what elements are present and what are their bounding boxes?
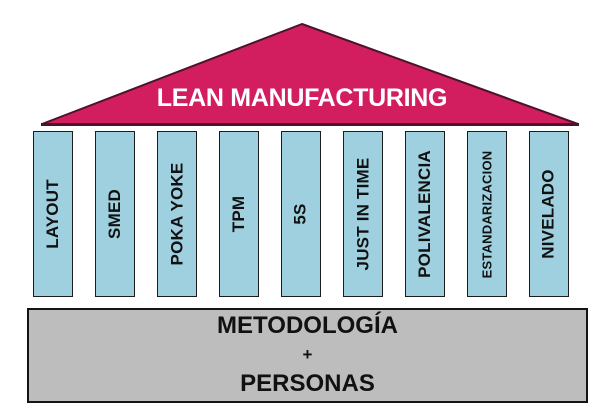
base-plus-sign: + [302,344,313,364]
pillar-5s: 5S [281,131,321,297]
pillar-tpm: TPM [219,131,259,297]
base-block: METODOLOGÍA + PERSONAS [27,308,588,403]
pillar-label-poka-yoke: POKA YOKE [167,162,187,266]
pillar-label-smed: SMED [105,189,125,239]
roof-shape [41,23,579,126]
pillar-just-in-time: JUST IN TIME [343,131,383,297]
pillar-label-5s: 5S [290,203,310,225]
base-line-metodologia: METODOLOGÍA [217,312,398,339]
pillar-poka-yoke: POKA YOKE [157,131,197,297]
pillar-estandarizacion: ESTANDARIZACION [467,131,507,297]
base-line-personas: PERSONAS [240,370,375,397]
pillar-label-tpm: TPM [228,195,248,233]
pillar-label-layout: LAYOUT [43,179,62,249]
pillar-nivelado: NIVELADO [529,131,569,297]
pillar-label-polivalencia: POLIVALENCIA [415,150,435,278]
pillar-smed: SMED [95,131,135,297]
pillar-label-nivelado: NIVELADO [539,169,559,259]
pillar-layout: LAYOUT [33,131,73,297]
pillar-label-estandarizacion: ESTANDARIZACION [479,150,495,278]
pillars: LAYOUT SMED POKA YOKE TPM 5S JUST IN TIME POLI… [33,131,569,297]
pillar-polivalencia: POLIVALENCIA [405,131,445,297]
pillar-label-just-in-time: JUST IN TIME [353,157,373,271]
roof-title: LEAN MANUFACTURING [156,84,448,112]
